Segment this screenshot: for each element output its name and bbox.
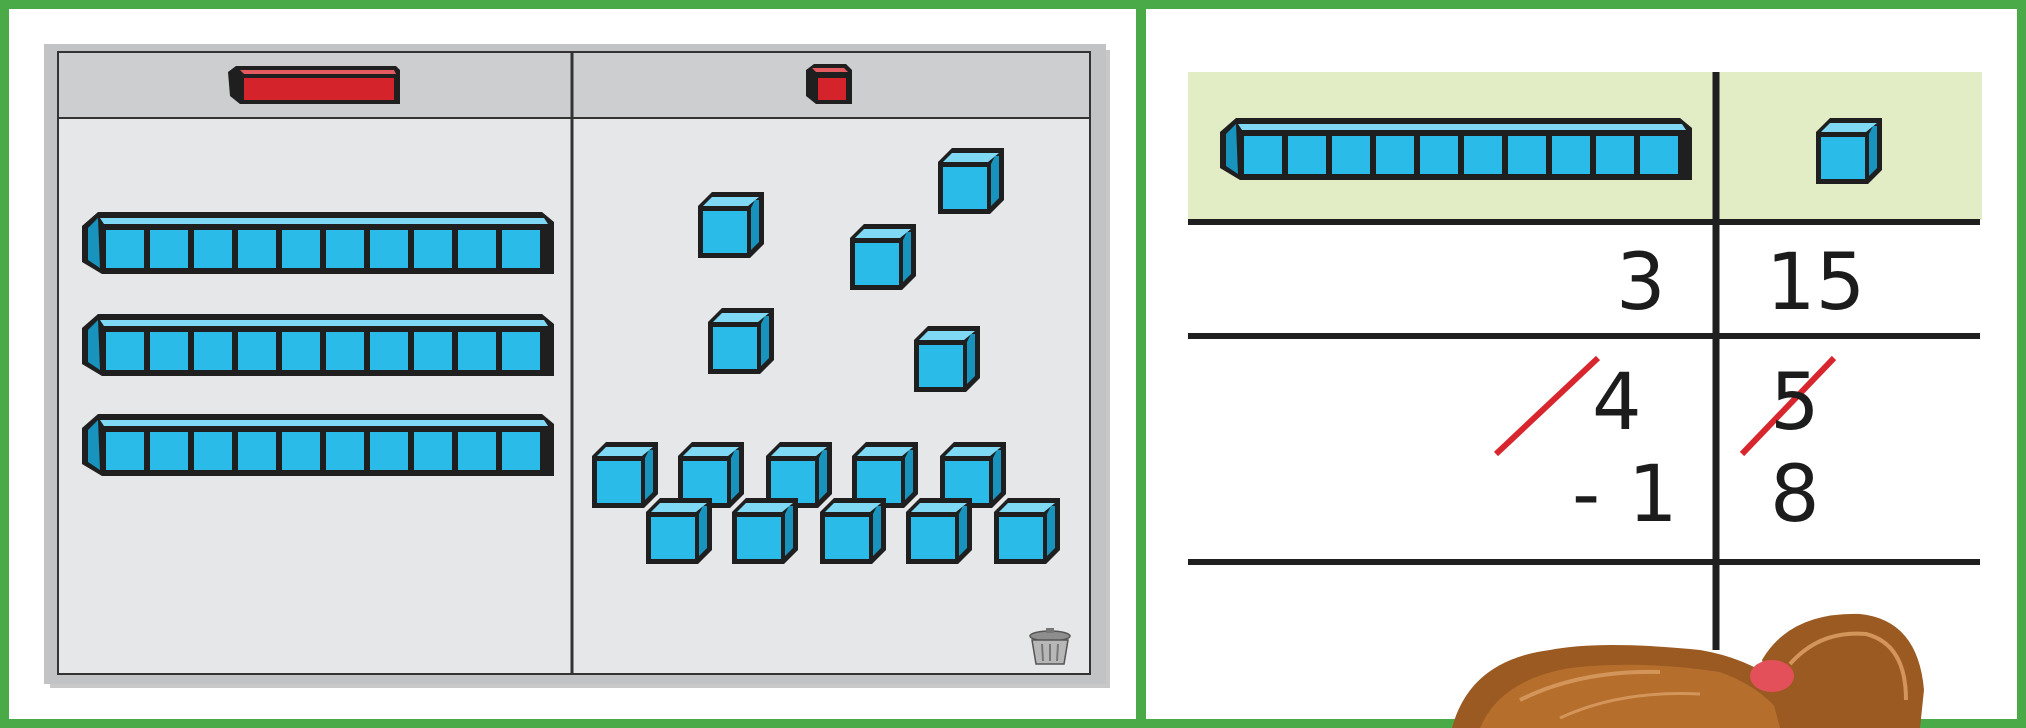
panel-divider [1136, 0, 1146, 728]
chart-tens-header-icon [1220, 118, 1692, 180]
strike-ones [1739, 355, 1837, 457]
ones-cube-5[interactable] [914, 326, 980, 392]
row1-ones-value: 15 [1766, 238, 1866, 328]
ones-cube-3[interactable] [850, 224, 916, 290]
ones-cube-12[interactable] [732, 498, 798, 564]
tens-header-rod-icon [228, 66, 400, 104]
row2-ones-value: 5 [1770, 358, 1820, 448]
ones-cube-4[interactable] [708, 308, 774, 374]
row3-tens-value: 1 [1628, 450, 1678, 540]
ones-cube-14[interactable] [906, 498, 972, 564]
ones-header-cube-icon [806, 64, 852, 104]
strike-tens [1493, 355, 1601, 457]
row3-ones-value: 8 [1770, 450, 1820, 540]
student-head [1452, 613, 1924, 728]
trash-can-icon[interactable] [1029, 628, 1071, 665]
ones-cube-15[interactable] [994, 498, 1060, 564]
tens-rod-1[interactable] [82, 212, 554, 274]
row2-tens-value: 4 [1592, 358, 1642, 448]
ones-cube-2[interactable] [938, 148, 1004, 214]
tens-rod-3[interactable] [82, 414, 554, 476]
ones-cube-13[interactable] [820, 498, 886, 564]
row3-operator: - [1572, 450, 1601, 540]
row1-tens-value: 3 [1616, 238, 1666, 328]
ones-cube-6[interactable] [592, 442, 658, 508]
chart-ones-header-icon [1816, 118, 1882, 184]
ones-cube-11[interactable] [646, 498, 712, 564]
tens-rod-2[interactable] [82, 314, 554, 376]
ones-cube-1[interactable] [698, 192, 764, 258]
